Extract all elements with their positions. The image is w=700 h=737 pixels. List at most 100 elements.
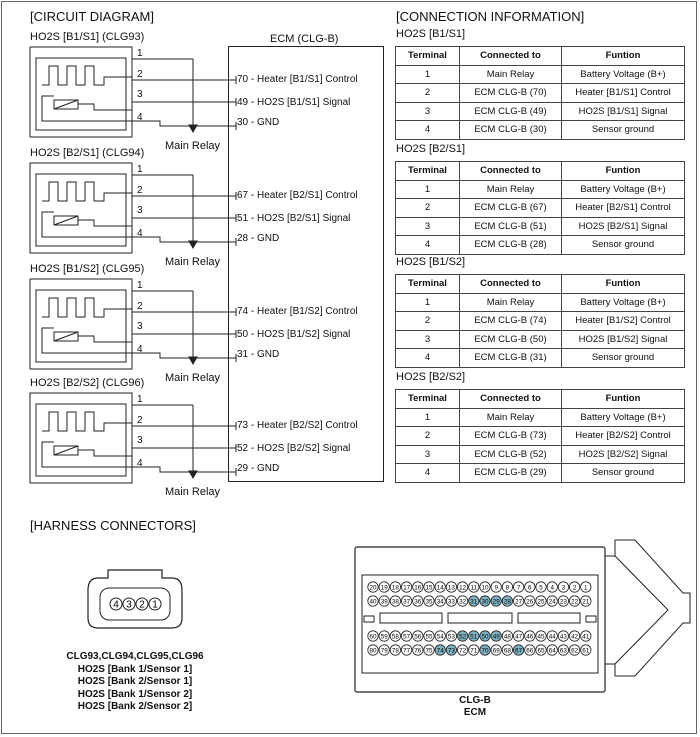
ecm-pin-number-79: 79 <box>381 647 389 654</box>
ecm-box <box>228 46 384 482</box>
ecm-pin-number-43: 43 <box>560 633 568 640</box>
pin-number: 1 <box>137 394 143 405</box>
ecm-pin-62 <box>568 644 581 656</box>
ecm-pin-number-1: 1 <box>584 584 588 591</box>
ecm-pin-61 <box>580 644 592 656</box>
pin-number: 4 <box>137 228 143 239</box>
ecm-pin-76 <box>412 644 424 656</box>
main-relay-arrow <box>188 470 198 480</box>
pin-number-2: 2 <box>139 600 145 611</box>
ecm-pin-number-78: 78 <box>392 647 400 654</box>
table-cell: Main Relay <box>459 179 562 199</box>
heater-coil <box>42 297 132 318</box>
ecm-pin-number-6: 6 <box>528 584 532 591</box>
sensing-cell-diagonal <box>53 445 79 456</box>
sensor-name: HO2S [B1/S1] (CLG93) <box>30 31 145 43</box>
ecm-pin-44 <box>546 630 558 642</box>
ecm-pin-65 <box>535 644 547 656</box>
ecm-pin-13 <box>445 581 457 593</box>
column-header: Funtion <box>561 46 685 66</box>
ecm-pin-number-66: 66 <box>526 647 534 654</box>
table-cell: ECM CLG-B (29) <box>459 463 562 483</box>
ecm-pin-number-31: 31 <box>470 598 478 605</box>
ecm-pin-58 <box>389 630 401 642</box>
sensor-element <box>35 403 127 477</box>
signal-wire <box>41 95 54 108</box>
signal-wire <box>78 219 132 227</box>
caption-line: HO2S [Bank 2/Sensor 2] <box>77 701 193 712</box>
ecm-pin-24 <box>546 595 558 607</box>
ground-terminal-label: 30 - GND <box>237 117 280 128</box>
sensing-cell-diagonal <box>53 99 79 110</box>
ecm-pin-26 <box>524 595 536 607</box>
caption-line: CLG-B <box>459 695 491 706</box>
ecm-pin-number-44: 44 <box>549 633 557 640</box>
ecm-pin-number-12: 12 <box>459 584 467 591</box>
pin-number-1: 1 <box>152 600 158 611</box>
ecm-pin-32 <box>456 595 469 607</box>
circuit-diagram-title: [CIRCUIT DIAGRAM] <box>30 9 154 24</box>
heater-terminal-label: 70 - Heater [B1/S1] Control <box>237 74 358 85</box>
main-relay-label: Main Relay <box>165 372 221 384</box>
sensor-name: HO2S [B2/S1] (CLG94) <box>30 147 145 159</box>
table-cell: ECM CLG-B (30) <box>459 120 562 140</box>
pin-number: 1 <box>137 280 143 291</box>
ecm-pin-number-17: 17 <box>403 584 411 591</box>
pin-4 <box>109 597 123 611</box>
signal-wire <box>41 441 54 454</box>
ecm-pin-number-48: 48 <box>504 633 512 640</box>
sensing-cell-diagonal <box>53 215 79 226</box>
heater-terminal-label: 67 - Heater [B2/S1] Control <box>237 190 358 201</box>
ecm-pin-number-39: 39 <box>381 598 389 605</box>
ecm-pin-34 <box>434 595 446 607</box>
ecm-pin-number-49: 49 <box>493 633 501 640</box>
caption-line: ECM <box>463 707 487 718</box>
ecm-pin-49 <box>490 630 502 642</box>
caption-line: HO2S [Bank 2/Sensor 1] <box>77 676 193 687</box>
ecm-pin-77 <box>400 644 413 656</box>
ecm-pin-number-47: 47 <box>515 633 523 640</box>
pin-4-wire <box>132 352 236 359</box>
pin-number: 1 <box>137 48 143 59</box>
ecm-connector-latch <box>605 539 691 677</box>
ecm-pin-number-30: 30 <box>481 598 489 605</box>
main-relay-label: Main Relay <box>165 256 221 268</box>
signal-terminal-label: 51 - HO2S [B2/S1] Signal <box>237 213 351 224</box>
ecm-pin-33 <box>445 595 457 607</box>
ecm-pin-number-32: 32 <box>459 598 467 605</box>
ecm-pin-number-80: 80 <box>369 647 377 654</box>
main-relay-label: Main Relay <box>165 486 221 498</box>
ecm-pin-50 <box>479 630 491 642</box>
ecm-pin-67 <box>512 644 525 656</box>
ecm-pin-54 <box>434 630 446 642</box>
table-cell: ECM CLG-B (67) <box>459 198 562 218</box>
ecm-pin-number-53: 53 <box>448 633 456 640</box>
main-relay-label: Main Relay <box>165 140 221 152</box>
sensor-housing <box>29 392 133 484</box>
ecm-pin-number-16: 16 <box>414 584 422 591</box>
sensor-housing <box>29 46 133 138</box>
ecm-pin-25 <box>535 595 547 607</box>
signal-terminal-label: 52 - HO2S [B2/S2] Signal <box>237 443 351 454</box>
ecm-pin-number-64: 64 <box>549 647 557 654</box>
column-header: Connected to <box>459 161 562 181</box>
ecm-pin-73 <box>445 644 457 656</box>
heater-terminal-label: 73 - Heater [B2/S2] Control <box>237 420 358 431</box>
ecm-pin-number-22: 22 <box>571 598 579 605</box>
connection-table-title: HO2S [B2/S1] <box>396 143 466 155</box>
ecm-pin-46 <box>524 630 536 642</box>
table-cell: Battery Voltage (B+) <box>561 179 685 199</box>
table-cell: 1 <box>395 179 460 199</box>
ecm-pin-14 <box>434 581 446 593</box>
connection-table-title: HO2S [B1/S2] <box>396 256 466 268</box>
caption-line: CLG93,CLG94,CLG95,CLG96 <box>66 651 204 662</box>
ecm-pin-19 <box>378 581 390 593</box>
